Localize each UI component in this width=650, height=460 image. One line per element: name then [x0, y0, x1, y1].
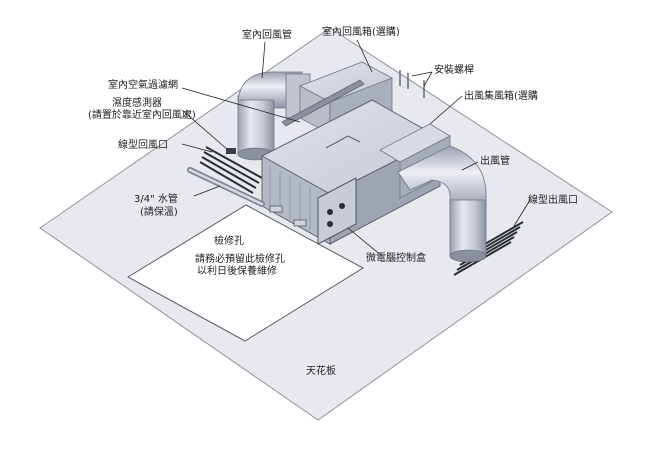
label-mounting-bolt: 安裝螺桿 — [434, 63, 474, 76]
mounting-bolts — [399, 70, 425, 98]
label-water-pipe-note: (請保溫) — [140, 205, 178, 218]
label-supply-duct: 出風管 — [480, 154, 510, 167]
label-supply-collector-box: 出風集風箱(選購 — [464, 89, 538, 102]
label-water-pipe: 3/4" 水管 — [134, 192, 178, 205]
label-access-hole-title: 檢修孔 — [214, 234, 244, 247]
label-linear-return-grille: 線型回風口 — [118, 138, 168, 151]
label-indoor-return-box: 室內回風箱(選購) — [322, 25, 400, 38]
indoor-air-filter — [281, 79, 365, 127]
label-micro-control-box: 微電腦控制盒 — [366, 251, 426, 264]
label-indoor-return-duct: 室內回風管 — [242, 28, 292, 41]
access-hole — [127, 204, 364, 342]
main-unit — [260, 99, 442, 245]
label-humidity-sensor-note: (請置於靠近室內回風處) — [88, 108, 196, 121]
supply-duct — [397, 145, 487, 263]
water-pipe — [187, 167, 265, 207]
linear-return-grille — [199, 146, 263, 194]
label-access-hole-note-2: 以利日後保養維修 — [197, 264, 277, 277]
hanging-brackets — [269, 205, 307, 227]
humidity-sensor — [226, 148, 236, 154]
leader-lines — [181, 39, 531, 257]
label-access-hole-note-1: 請務必預留此檢修孔 — [195, 252, 285, 265]
label-linear-supply-grille: 線型出風口 — [528, 193, 578, 206]
label-indoor-air-filter: 室內空氣過濾網 — [108, 78, 178, 91]
micro-control-box — [317, 177, 357, 245]
label-humidity-sensor: 濕度感測器 — [112, 96, 162, 109]
label-ceiling-board: 天花板 — [306, 364, 336, 377]
